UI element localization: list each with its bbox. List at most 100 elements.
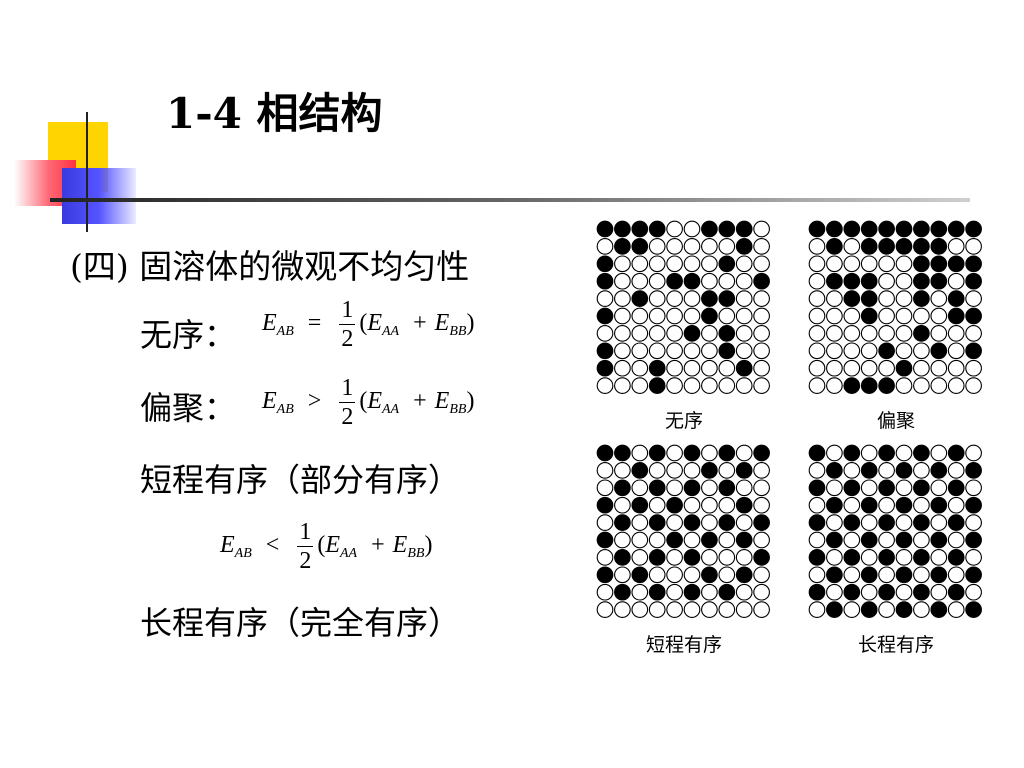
atom-black	[735, 359, 753, 377]
atom-black	[913, 238, 930, 255]
atom-black	[648, 359, 666, 377]
atom-white	[718, 549, 736, 566]
atom-white	[808, 566, 826, 584]
atom-black	[878, 238, 895, 255]
atom-white	[947, 359, 965, 377]
atom-white	[753, 601, 770, 618]
atom-white	[735, 479, 753, 497]
atom-white	[843, 496, 861, 514]
atom-white	[913, 566, 930, 584]
atom-white	[878, 462, 895, 479]
atom-black	[947, 220, 965, 238]
atom-black	[631, 462, 649, 479]
atom-black	[860, 462, 878, 479]
atom-black	[683, 272, 701, 290]
atom-black	[701, 566, 718, 584]
atom-black	[718, 255, 736, 273]
atom-white	[648, 325, 666, 342]
atom-white	[614, 342, 631, 360]
atom-white	[895, 377, 913, 394]
atom-black	[860, 238, 878, 255]
atom-white	[596, 325, 614, 342]
atom-white	[596, 601, 614, 618]
atom-white	[701, 444, 718, 462]
atom-black	[826, 238, 843, 255]
atom-white	[860, 359, 878, 377]
atom-white	[826, 325, 843, 342]
atom-white	[701, 601, 718, 618]
atom-black	[860, 307, 878, 325]
atom-white	[735, 342, 753, 360]
atom-white	[718, 566, 736, 584]
atom-black	[930, 566, 948, 584]
atom-white	[895, 549, 913, 566]
atom-white	[614, 566, 631, 584]
atom-black	[596, 444, 614, 462]
atom-black	[735, 496, 753, 514]
atom-white	[683, 307, 701, 325]
atom-black	[947, 255, 965, 273]
atom-white	[753, 462, 770, 479]
atom-white	[648, 255, 666, 273]
atom-white	[878, 566, 895, 584]
atom-black	[843, 479, 861, 497]
atom-white	[666, 462, 683, 479]
atom-white	[895, 444, 913, 462]
atom-white	[701, 238, 718, 255]
formula-relation: >	[307, 388, 322, 415]
atom-white	[826, 514, 843, 531]
atom-black	[631, 290, 649, 307]
atom-black	[735, 220, 753, 238]
atom-black	[648, 514, 666, 531]
atom-black	[965, 342, 982, 360]
atom-white	[614, 290, 631, 307]
atom-black	[683, 479, 701, 497]
atom-black	[913, 514, 930, 531]
atom-white	[631, 531, 649, 549]
atom-white	[878, 255, 895, 273]
atom-white	[965, 549, 982, 566]
atom-white	[930, 377, 948, 394]
atom-white	[965, 514, 982, 531]
atom-white	[683, 377, 701, 394]
atom-white	[735, 325, 753, 342]
atom-black	[648, 583, 666, 601]
atom-black	[753, 272, 770, 290]
atom-black	[596, 307, 614, 325]
atom-black	[843, 444, 861, 462]
atom-black	[648, 220, 666, 238]
atom-white	[947, 377, 965, 394]
atom-black	[718, 514, 736, 531]
atom-black	[965, 462, 982, 479]
atom-white	[843, 462, 861, 479]
atom-white	[753, 255, 770, 273]
atom-white	[753, 290, 770, 307]
atom-white	[631, 359, 649, 377]
atom-white	[718, 377, 736, 394]
atom-white	[860, 255, 878, 273]
atom-white	[860, 342, 878, 360]
atom-white	[808, 377, 826, 394]
atom-white	[631, 514, 649, 531]
atom-white	[808, 238, 826, 255]
atom-black	[860, 601, 878, 618]
atom-white	[826, 583, 843, 601]
formula-relation: =	[307, 310, 322, 337]
atom-black	[965, 255, 982, 273]
atom-black	[895, 238, 913, 255]
atom-white	[666, 290, 683, 307]
atom-white	[718, 238, 736, 255]
atom-black	[878, 444, 895, 462]
atom-white	[718, 462, 736, 479]
atom-white	[753, 566, 770, 584]
atom-black	[808, 444, 826, 462]
atom-white	[614, 307, 631, 325]
atom-white	[965, 583, 982, 601]
atom-black	[718, 479, 736, 497]
atom-black	[930, 220, 948, 238]
atom-white	[614, 255, 631, 273]
atom-black	[965, 220, 982, 238]
atom-white	[631, 325, 649, 342]
atom-black	[895, 601, 913, 618]
atom-white	[735, 583, 753, 601]
